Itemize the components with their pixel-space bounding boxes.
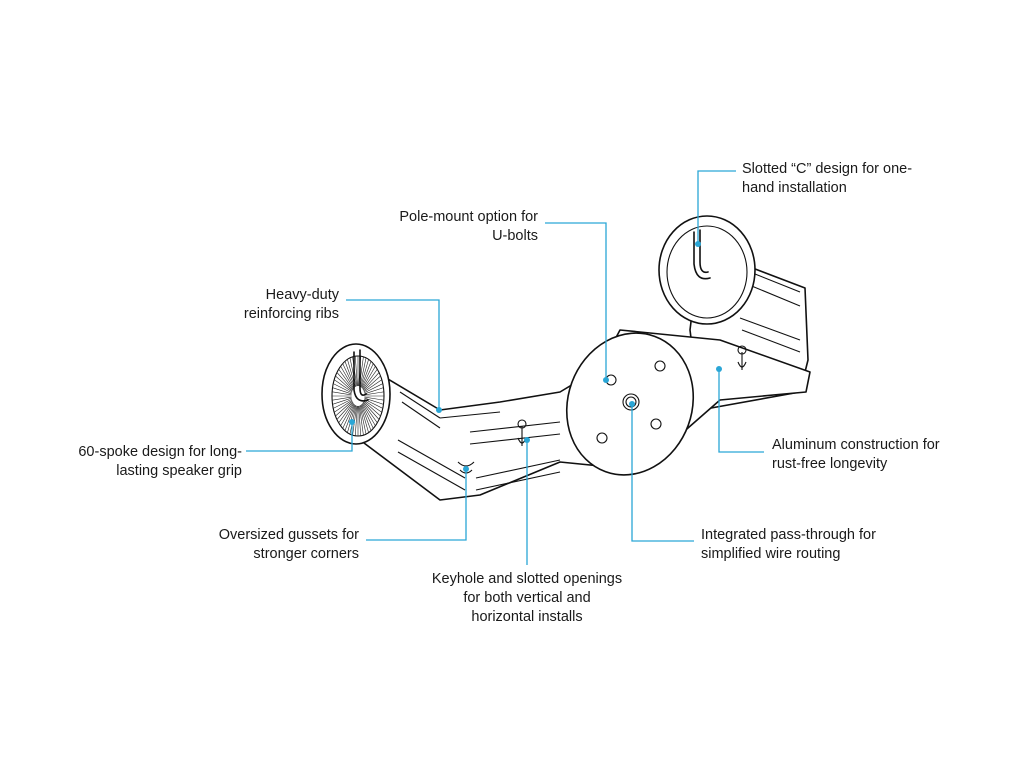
spoke [340,366,354,389]
spoke [332,387,352,395]
spoke [333,398,352,409]
spoke [344,404,356,431]
callout-pole-mount: Pole-mount option for U-bolts [399,209,538,244]
leader-spoke-design [246,422,353,452]
callout-keyhole: Keyhole and slotted openings for both ve… [431,571,623,625]
spoke [364,396,384,401]
spoke [359,357,367,387]
spoke [342,363,355,389]
spoke [364,383,383,394]
spoke [336,372,353,391]
spoke [340,403,354,426]
bracket-drawing [321,215,811,501]
callout-pass-through: Integrated pass-through for simplified w… [701,527,876,562]
leader-pole-mount [545,222,607,380]
spoke [363,379,382,393]
spoke [361,403,374,429]
spoke [360,359,369,387]
spoke [361,363,374,389]
spoke [336,401,353,420]
leader-dot-heavy-duty [436,407,442,413]
spoke [363,400,381,417]
spoke [354,405,358,436]
spoke [332,391,352,396]
leader-dot-spoke-design [349,419,355,425]
spoke [349,357,357,387]
spoke [334,399,353,413]
callout-aluminum: Aluminum construction for rust-free long… [772,437,940,472]
spoke [363,401,380,420]
spoke-pattern [332,356,384,436]
callout-slotted-c: Slotted “C” design for one- hand install… [742,161,913,196]
spoke [335,375,353,392]
spoke [347,405,356,433]
leader-aluminum [718,369,764,453]
leader-slotted-c [697,170,736,244]
leader-dot-pass-through [629,401,635,407]
spoke [352,405,357,436]
callout-gussets: Oversized gussets for stronger corners [218,527,359,562]
spoke [334,379,353,393]
spoke [354,356,358,387]
leader-dot-aluminum [716,366,722,372]
spoke [338,369,354,390]
spoke [342,403,355,429]
leader-heavy-duty [346,299,440,410]
spoke [358,405,362,436]
spoke [360,361,372,388]
spoke [364,391,384,396]
leader-dot-keyhole [524,437,530,443]
spoke [363,375,381,392]
spoke [359,405,364,436]
spoke [364,387,384,395]
leader-lines [246,170,764,565]
spoke [362,366,376,389]
spoke [360,404,372,431]
spoke [363,372,380,391]
spoke [335,400,353,417]
spoke [333,383,352,394]
spoke [363,399,382,413]
spoke [360,405,369,433]
leader-dot-slotted-c [695,241,701,247]
callout-heavy-duty: Heavy-duty reinforcing ribs [243,287,339,322]
spoke [332,397,352,405]
spoke [332,396,352,401]
spoke [364,397,384,405]
leader-gussets [366,469,467,541]
leader-dot-gussets [463,466,469,472]
callout-spoke-design: 60-spoke design for long- lasting speake… [78,444,242,479]
spoke [344,361,356,388]
spoke [359,405,367,435]
spoke [362,402,378,423]
leader-dot-pole-mount [603,377,609,383]
spoke [362,403,376,426]
spoke [362,369,378,390]
spoke [338,402,354,423]
leader-pass-through [631,404,694,542]
